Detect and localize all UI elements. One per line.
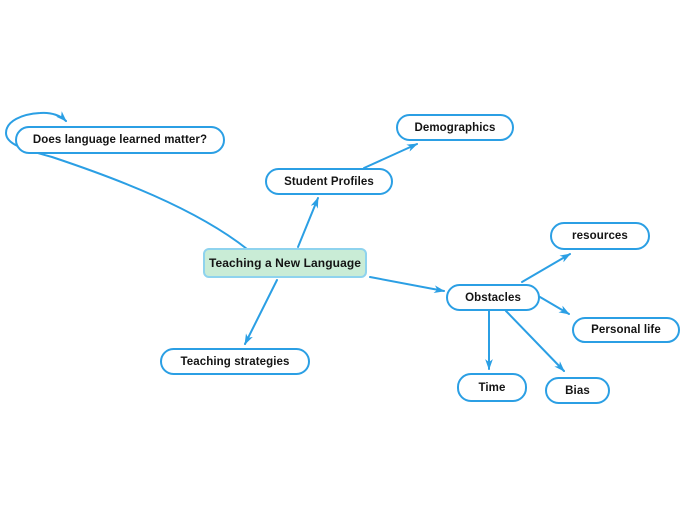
node-demographics[interactable]: Demographics — [396, 114, 514, 141]
node-personal-life[interactable]: Personal life — [572, 317, 680, 343]
node-teaching-strategies[interactable]: Teaching strategies — [160, 348, 310, 375]
node-student-profiles[interactable]: Student Profiles — [265, 168, 393, 195]
edge-central-to-student-profiles[interactable] — [297, 196, 319, 248]
edge-obstacles-to-resources[interactable] — [521, 253, 571, 283]
node-bias[interactable]: Bias — [545, 377, 610, 404]
node-central-teaching-a-new-language[interactable]: Teaching a New Language — [203, 248, 367, 278]
node-obstacles[interactable]: Obstacles — [446, 284, 540, 311]
edge-central-to-obstacles[interactable] — [369, 276, 446, 293]
edge-obstacles-to-bias[interactable] — [505, 310, 565, 372]
edge-student-profiles-to-demographics[interactable] — [363, 143, 419, 169]
node-resources[interactable]: resources — [550, 222, 650, 250]
edge-central-to-does-language-matter[interactable] — [4, 111, 248, 250]
node-time[interactable]: Time — [457, 373, 527, 402]
node-does-language-matter[interactable]: Does language learned matter? — [15, 126, 225, 154]
edge-obstacles-to-personal-life[interactable] — [539, 296, 570, 315]
edge-central-to-teaching-strategies[interactable] — [244, 279, 278, 345]
